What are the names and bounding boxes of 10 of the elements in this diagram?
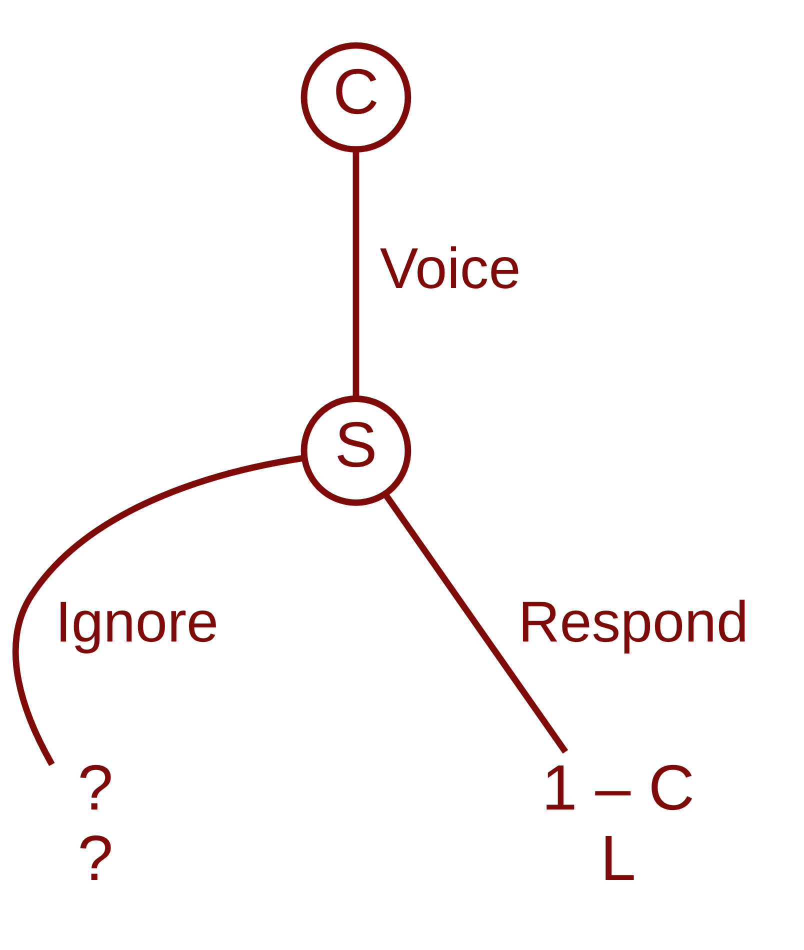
connector	[382, 492, 568, 754]
edge-label: Voice	[380, 236, 521, 301]
connector	[12, 454, 305, 766]
node-circle: S	[300, 395, 412, 506]
connector	[352, 149, 360, 398]
node-text: 1 – C L	[542, 751, 695, 894]
node-text: ? ?	[78, 751, 114, 894]
node-circle: C	[300, 42, 412, 152]
edge-label: Ignore	[55, 590, 219, 654]
edge-label: Respond	[518, 590, 749, 654]
